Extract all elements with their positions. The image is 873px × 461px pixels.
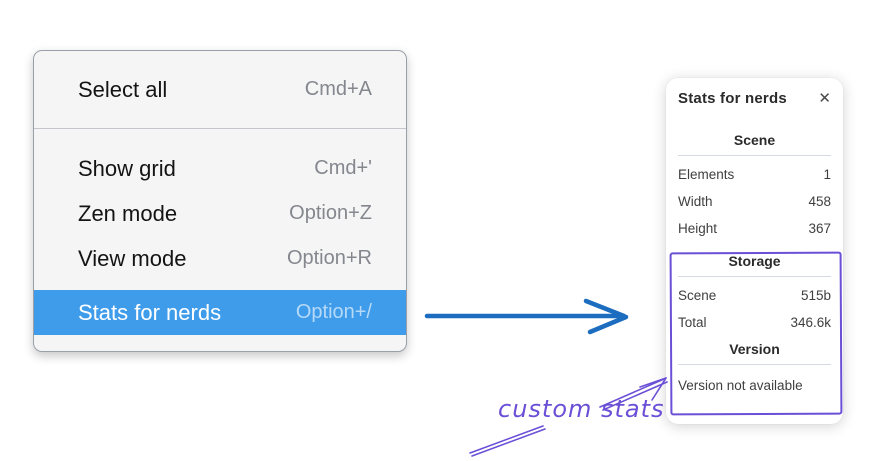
menu-item-shortcut: Option+Z <box>289 202 372 224</box>
menu-item-label: View mode <box>78 245 187 271</box>
section-divider <box>678 364 831 365</box>
stat-label: Total <box>678 315 707 330</box>
stats-section-storage: Storage Scene 515b Total 346.6k <box>678 252 831 336</box>
section-rows: Elements 1 Width 458 Height 367 <box>678 161 831 242</box>
section-heading: Scene <box>733 132 776 148</box>
section-divider <box>678 155 831 156</box>
stats-panel-header: Stats for nerds ✕ <box>678 90 831 107</box>
version-status-text: Version not available <box>678 378 803 393</box>
stat-value: 515b <box>800 288 831 303</box>
stat-value: 346.6k <box>790 315 831 330</box>
stats-row-scene-storage: Scene 515b <box>678 282 831 309</box>
stats-section-version: Version Version not available <box>678 340 831 393</box>
stats-row-width: Width 458 <box>678 188 831 215</box>
menu-item-label: Select all <box>78 76 168 102</box>
menu-item-shortcut: Cmd+A <box>304 78 372 100</box>
menu-item-label: Stats for nerds <box>78 299 222 325</box>
stat-value: 367 <box>808 221 831 236</box>
stats-row-total-storage: Total 346.6k <box>678 309 831 336</box>
section-heading: Version <box>729 341 780 357</box>
section-heading: Storage <box>728 253 781 269</box>
menu-item-shortcut: Option+R <box>286 247 372 269</box>
stats-row-height: Height 367 <box>678 215 831 242</box>
stat-label: Height <box>678 221 718 236</box>
menu-item-label: Show grid <box>78 155 176 181</box>
context-menu: Select all Cmd+A Show grid Cmd+' Zen mod… <box>33 50 407 352</box>
menu-separator <box>34 128 406 129</box>
stat-value: 1 <box>823 167 831 182</box>
stats-panel: Stats for nerds ✕ Scene Elements 1 Width… <box>666 78 843 424</box>
stat-value: 458 <box>808 194 831 209</box>
section-divider <box>678 276 831 277</box>
close-icon[interactable]: ✕ <box>818 90 831 107</box>
menu-item-view-mode[interactable]: View mode Option+R <box>34 236 406 281</box>
menu-item-show-grid[interactable]: Show grid Cmd+' <box>34 146 406 191</box>
stat-label: Width <box>678 194 713 209</box>
menu-item-zen-mode[interactable]: Zen mode Option+Z <box>34 191 406 236</box>
stats-row-elements: Elements 1 <box>678 161 831 188</box>
menu-item-select-all[interactable]: Select all Cmd+A <box>34 51 406 128</box>
stat-label: Scene <box>678 288 717 303</box>
annotation-label: custom stats <box>498 395 665 423</box>
menu-item-label: Zen mode <box>78 200 178 226</box>
right-arrow-icon <box>424 298 629 335</box>
menu-item-shortcut: Option+/ <box>295 301 372 323</box>
menu-item-shortcut: Cmd+' <box>314 157 372 179</box>
stat-label: Elements <box>678 167 735 182</box>
menu-item-stats-for-nerds[interactable]: Stats for nerds Option+/ <box>34 290 406 335</box>
stats-section-scene: Scene Elements 1 Width 458 Height 367 <box>678 131 831 242</box>
menu-group: Show grid Cmd+' Zen mode Option+Z View m… <box>34 129 406 351</box>
stats-panel-title: Stats for nerds <box>678 90 787 107</box>
section-rows: Scene 515b Total 346.6k <box>678 282 831 336</box>
